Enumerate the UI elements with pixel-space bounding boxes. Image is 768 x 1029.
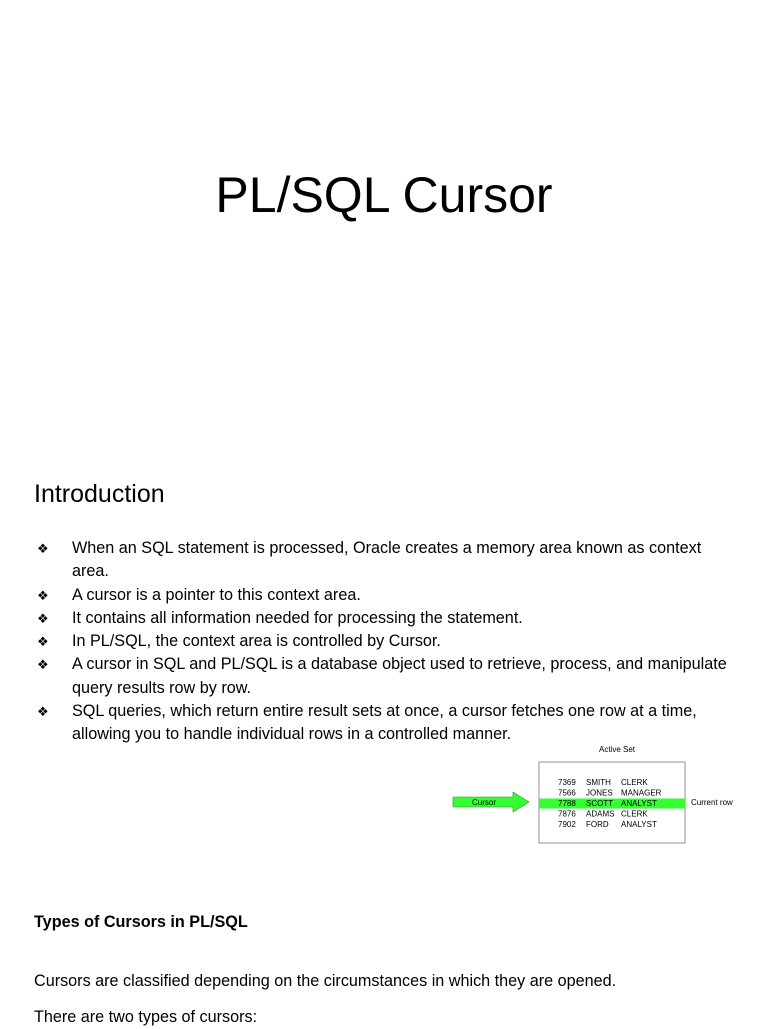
active-set-row-name: SCOTT <box>586 799 613 808</box>
bullet-text: SQL queries, which return entire result … <box>72 702 697 744</box>
active-set-row-name: JONES <box>586 789 613 798</box>
bullet-text: A cursor in SQL and PL/SQL is a database… <box>72 655 727 697</box>
list-item: ❖ When an SQL statement is processed, Ora… <box>0 537 768 584</box>
diamond-bullet-icon: ❖ <box>37 587 49 603</box>
diamond-bullet-icon: ❖ <box>37 541 49 556</box>
section-heading-types: Types of Cursors in PL/SQL <box>34 913 248 931</box>
active-set-row-name: ADAMS <box>586 810 614 819</box>
bullet-text: It contains all information needed for p… <box>72 608 523 627</box>
current-row-label: Current row <box>691 798 733 807</box>
active-set-row-id: 7566 <box>558 789 576 798</box>
current-row-highlight <box>539 798 685 809</box>
paragraph-two-types: There are two types of cursors: <box>34 1008 258 1026</box>
active-set-row-job: CLERK <box>621 810 648 819</box>
cursor-label: Cursor <box>472 798 496 807</box>
bullet-text: A cursor is a pointer to this context ar… <box>72 585 361 604</box>
active-set-row-job: ANALYST <box>621 799 657 808</box>
list-item: ❖ In PL/SQL, the context area is controll… <box>0 630 768 653</box>
section-heading-introduction: Introduction <box>34 480 165 508</box>
paragraph-classification: Cursors are classified depending on the … <box>34 972 617 990</box>
cursor-arrow-icon <box>452 791 530 813</box>
page-title: PL/SQL Cursor <box>215 167 553 223</box>
active-set-row-job: MANAGER <box>621 789 662 798</box>
active-set-rows: 7369 SMITH CLERK 7566 JONES MANAGER 7788 SCOTT A… <box>558 778 662 829</box>
intro-bullet-list: ❖ When an SQL statement is processed, Ora… <box>0 537 768 747</box>
active-set-row-job: ANALYST <box>621 820 657 829</box>
active-set-label: Active Set <box>599 745 636 754</box>
active-set-row-id: 7788 <box>558 799 576 808</box>
bullet-text: When an SQL statement is processed, Orac… <box>72 539 702 581</box>
list-item: ❖ SQL queries, which return entire result… <box>0 700 768 747</box>
active-set-row-id: 7902 <box>558 820 576 829</box>
active-set-row-name: FORD <box>586 820 609 829</box>
diamond-bullet-icon: ❖ <box>37 657 49 673</box>
active-set-row-id: 7876 <box>558 810 576 819</box>
bullet-text: In PL/SQL, the context area is controlle… <box>72 632 441 651</box>
diamond-bullet-icon: ❖ <box>37 704 49 720</box>
cursor-active-set-diagram: Active Set Cursor Current row 7369 SMITH C… <box>452 745 733 844</box>
list-item: ❖ A cursor is a pointer to this context a… <box>0 584 768 607</box>
diamond-bullet-icon: ❖ <box>37 610 49 626</box>
active-set-row-name: SMITH <box>586 778 611 787</box>
active-set-row-job: CLERK <box>621 778 648 787</box>
diamond-bullet-icon: ❖ <box>37 634 49 650</box>
list-item: ❖ It contains all information needed for … <box>0 607 768 630</box>
active-set-row-id: 7369 <box>558 778 576 787</box>
list-item: ❖ A cursor in SQL and PL/SQL is a databas… <box>0 653 768 700</box>
